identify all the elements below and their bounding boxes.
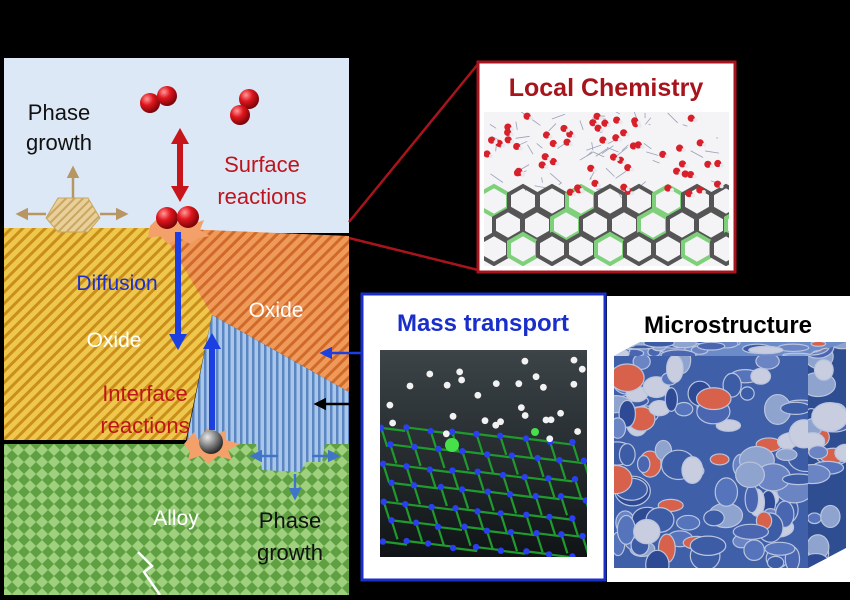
metal-atom — [199, 430, 223, 454]
label-diffusion: Diffusion — [76, 272, 157, 295]
connector-line-top — [349, 64, 478, 222]
connector-line-bottom — [349, 238, 478, 270]
microstructure-cube — [597, 334, 850, 579]
mass-transport-panel: Mass transport — [362, 294, 605, 580]
label-phase-growth-bottom-1: Phase — [259, 508, 321, 533]
label-surface-reactions-1: Surface — [224, 152, 300, 177]
label-interface-reactions-2: reactions — [100, 413, 189, 438]
microstructure-title: Microstructure — [644, 312, 812, 339]
label-oxide-left: Oxide — [87, 329, 142, 352]
label-interface-reactions-1: Interface — [102, 381, 188, 406]
local-chemistry-image — [480, 105, 754, 266]
schematic-panel: Phase growth Surface reactions Diffusion… — [4, 58, 349, 595]
label-surface-reactions-2: reactions — [217, 184, 306, 209]
mass-transport-image — [378, 350, 592, 560]
label-phase-growth-bottom-2: growth — [257, 540, 323, 565]
label-phase-growth-top-2: growth — [26, 130, 92, 155]
label-phase-growth-top-1: Phase — [28, 100, 90, 125]
local-chemistry-panel: Local Chemistry — [478, 62, 754, 272]
label-alloy: Alloy — [153, 507, 199, 530]
label-oxide-right: Oxide — [249, 299, 304, 322]
microstructure-panel: Microstructure — [597, 296, 850, 582]
adsorbed-oxygen-1 — [156, 207, 178, 229]
adsorbed-oxygen-2 — [177, 206, 199, 228]
local-chemistry-title: Local Chemistry — [509, 74, 704, 102]
mass-transport-title: Mass transport — [397, 310, 569, 337]
